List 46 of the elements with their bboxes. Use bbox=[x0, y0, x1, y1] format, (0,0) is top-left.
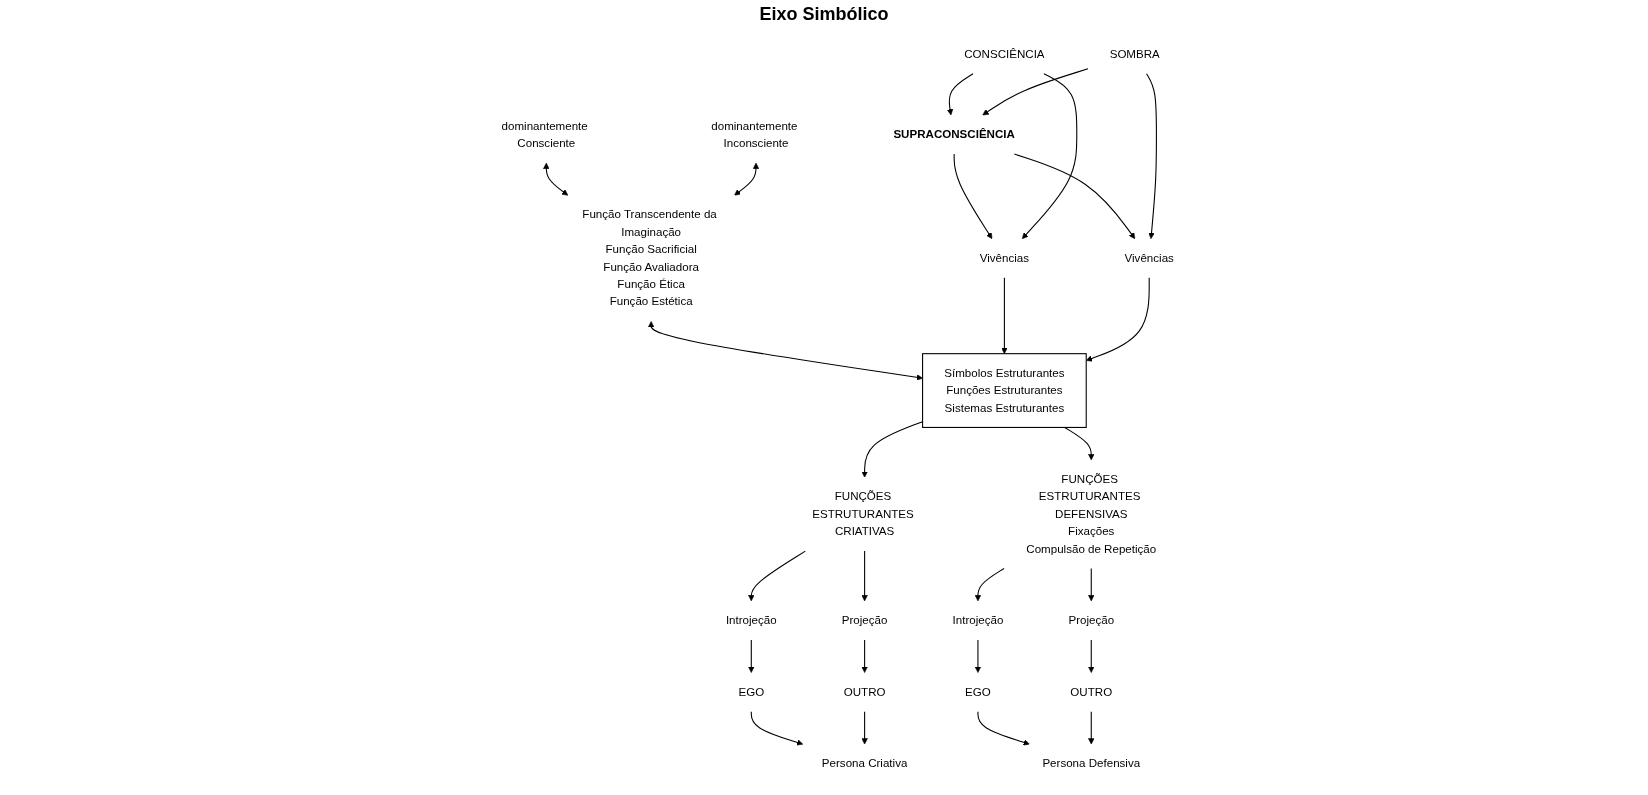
node-text: SOMBRA bbox=[1109, 47, 1160, 61]
node-text: Persona Defensiva bbox=[1042, 757, 1141, 770]
arrow bbox=[648, 321, 923, 381]
node-text: OUTRO bbox=[1070, 685, 1113, 698]
arrow bbox=[1001, 277, 1008, 354]
node-text: EGO bbox=[965, 685, 991, 698]
node-text: CONSCIÊNCIA bbox=[964, 47, 1045, 61]
node-text: Introjeção bbox=[725, 614, 777, 627]
arrow bbox=[748, 639, 755, 673]
arrow bbox=[543, 162, 569, 196]
node-text: Vivências bbox=[1124, 251, 1174, 265]
node-text: Função Transcendente da Imaginação Função Sacrificial Função Avaliadora Função Ética Função Estética bbox=[582, 208, 717, 308]
arrow bbox=[946, 73, 974, 116]
arrow bbox=[861, 639, 868, 673]
node-text: dominantemente Inconsciente bbox=[711, 119, 798, 150]
arrow bbox=[1146, 73, 1158, 239]
node-text: Projeção bbox=[841, 614, 888, 627]
arrow bbox=[1088, 711, 1095, 745]
arrow bbox=[953, 153, 993, 239]
node-text: Persona Criativa bbox=[821, 757, 908, 770]
node-text: Projeção bbox=[1068, 614, 1115, 627]
arrow bbox=[1013, 153, 1136, 239]
node-text: OUTRO bbox=[843, 685, 886, 698]
arrow bbox=[1064, 426, 1095, 461]
node-text: Vivências bbox=[979, 251, 1030, 265]
arrow bbox=[974, 567, 1005, 602]
arrow bbox=[861, 711, 868, 745]
node-text: FUNÇÕES ESTRUTURANTES CRIATIVAS bbox=[812, 490, 914, 538]
arrow bbox=[734, 162, 760, 196]
node-text: Introjeção bbox=[952, 614, 1004, 627]
arrow bbox=[982, 68, 1089, 116]
node-box: Símbolos Estruturantes Funções Estruturantes Sistemas Estruturantes bbox=[922, 353, 1087, 428]
node-text: FUNÇÕES ESTRUTURANTES DEFENSIVAS Fixações Compulsão de Repetição bbox=[1026, 473, 1157, 555]
arrow bbox=[748, 550, 806, 602]
arrow bbox=[861, 550, 868, 602]
node-text: EGO bbox=[738, 685, 765, 698]
arrow bbox=[1088, 567, 1095, 602]
arrow bbox=[1086, 277, 1150, 362]
axis-label: Eixo Simbólico bbox=[759, 4, 889, 24]
node-text: dominantemente Consciente bbox=[501, 119, 588, 150]
node-text: SUPRACONSCIÊNCIA bbox=[893, 128, 1015, 141]
arrow bbox=[977, 711, 1030, 746]
arrow bbox=[1088, 639, 1095, 673]
arrow bbox=[1022, 73, 1078, 239]
arrow bbox=[750, 711, 804, 746]
arrow bbox=[974, 639, 982, 673]
